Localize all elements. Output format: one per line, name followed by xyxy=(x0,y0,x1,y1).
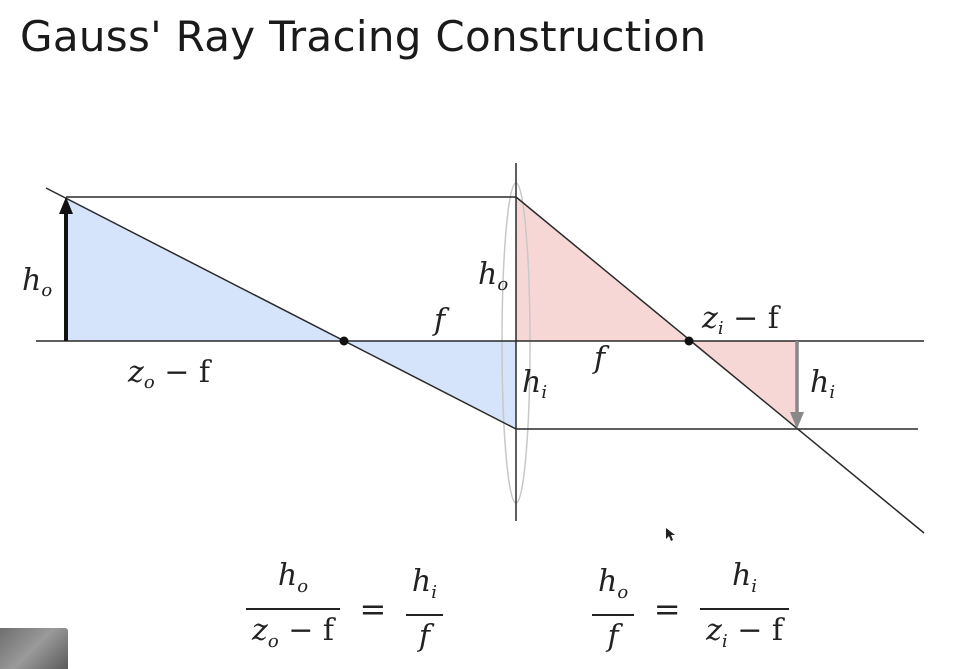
fraction-hi-over-f: hi f xyxy=(405,561,443,658)
equals-sign: = xyxy=(359,590,387,628)
label-f-object-side: f xyxy=(432,303,450,338)
label-h-i-image: hi xyxy=(810,365,835,403)
label-f-image-side: f xyxy=(592,341,610,376)
equation-left: ho zo − f = hi f xyxy=(246,555,443,663)
fraction-ho-over-zo-minus-f: ho zo − f xyxy=(246,555,340,663)
fraction-hi-over-zi-minus-f: hi zi − f xyxy=(700,555,789,663)
focal-ray-object xyxy=(45,187,517,430)
mouse-pointer-icon xyxy=(666,528,675,541)
label-zo-minus-f: zo − f xyxy=(127,355,212,393)
object-arrow-head xyxy=(59,197,73,214)
label-h-i-lens: hi xyxy=(522,365,547,403)
label-zi-minus-f: zi − f xyxy=(701,301,781,339)
image-arrow-head xyxy=(790,412,804,429)
page-title: Gauss' Ray Tracing Construction xyxy=(20,12,707,61)
equation-right: ho f = hi zi − f xyxy=(592,555,789,663)
equals-sign: = xyxy=(653,590,681,628)
image-focal-point xyxy=(684,336,694,346)
video-thumbnail xyxy=(0,628,68,669)
label-h-o-lens: ho xyxy=(478,257,508,295)
focal-ray-image xyxy=(515,196,925,534)
object-focal-point xyxy=(339,336,349,346)
fraction-ho-over-f: ho f xyxy=(592,561,635,658)
label-h-o-object: ho xyxy=(22,263,52,301)
